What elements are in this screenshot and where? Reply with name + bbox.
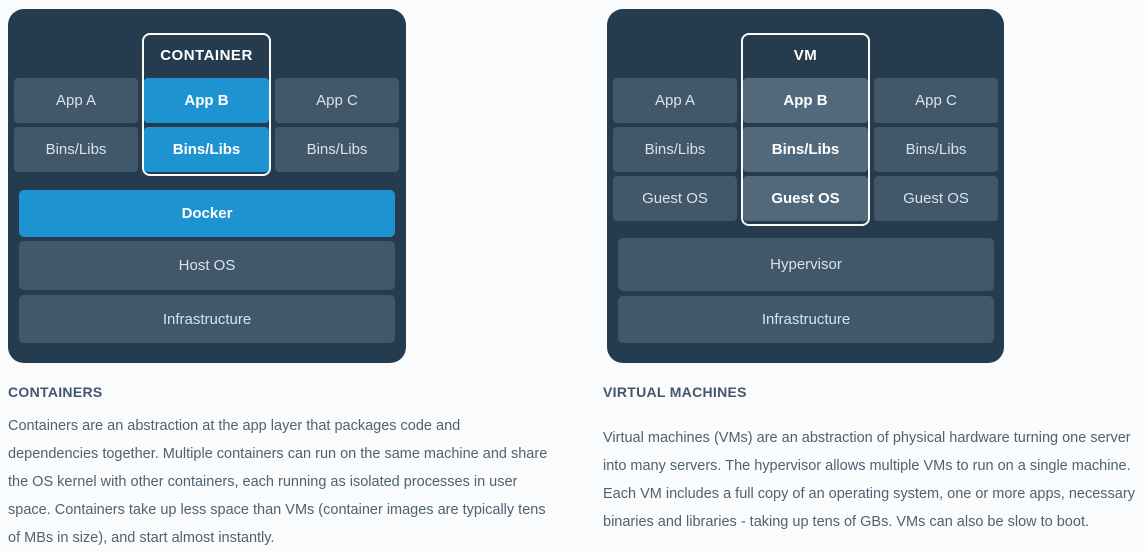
vm-cell-app-a: App A (613, 78, 737, 123)
vm-label: VM (793, 47, 818, 64)
cell-app-b: App B (144, 78, 269, 123)
containers-description: Containers are an abstraction at the app… (8, 418, 548, 546)
cell-app-c: App C (275, 78, 399, 123)
vm-cell-guest-os-a: Guest OS (613, 176, 737, 221)
cell-app-a: App A (14, 78, 138, 123)
vm-cell-guest-os-c: Guest OS (874, 176, 998, 221)
vm-cell-bins-libs-c: Bins/Libs (874, 127, 998, 172)
infrastructure-row-right: Infrastructure (618, 296, 994, 343)
containers-heading: CONTAINERS (8, 384, 103, 400)
containers-diagram-panel: CONTAINER App A App B App C Bins/Libs Bi… (8, 9, 406, 363)
virtual-machines-description: Virtual machines (VMs) are an abstractio… (603, 430, 1135, 530)
cell-bins-libs-a: Bins/Libs (14, 127, 138, 172)
virtual-machines-heading: VIRTUAL MACHINES (603, 384, 747, 400)
infrastructure-row-left: Infrastructure (19, 295, 395, 343)
cell-bins-libs-c: Bins/Libs (275, 127, 399, 172)
vm-cell-bins-libs-b: Bins/Libs (743, 127, 868, 172)
host-os-row: Host OS (19, 241, 395, 290)
vm-cell-guest-os-b: Guest OS (743, 176, 868, 221)
vm-diagram-panel: VM App A App B App C Bins/Libs Bins/Libs… (607, 9, 1004, 363)
cell-bins-libs-b: Bins/Libs (144, 127, 269, 172)
vm-cell-bins-libs-a: Bins/Libs (613, 127, 737, 172)
vm-cell-app-c: App C (874, 78, 998, 123)
vm-cell-app-b: App B (743, 78, 868, 123)
hypervisor-row: Hypervisor (618, 238, 994, 291)
container-label: CONTAINER (160, 47, 253, 64)
docker-row: Docker (19, 190, 395, 237)
